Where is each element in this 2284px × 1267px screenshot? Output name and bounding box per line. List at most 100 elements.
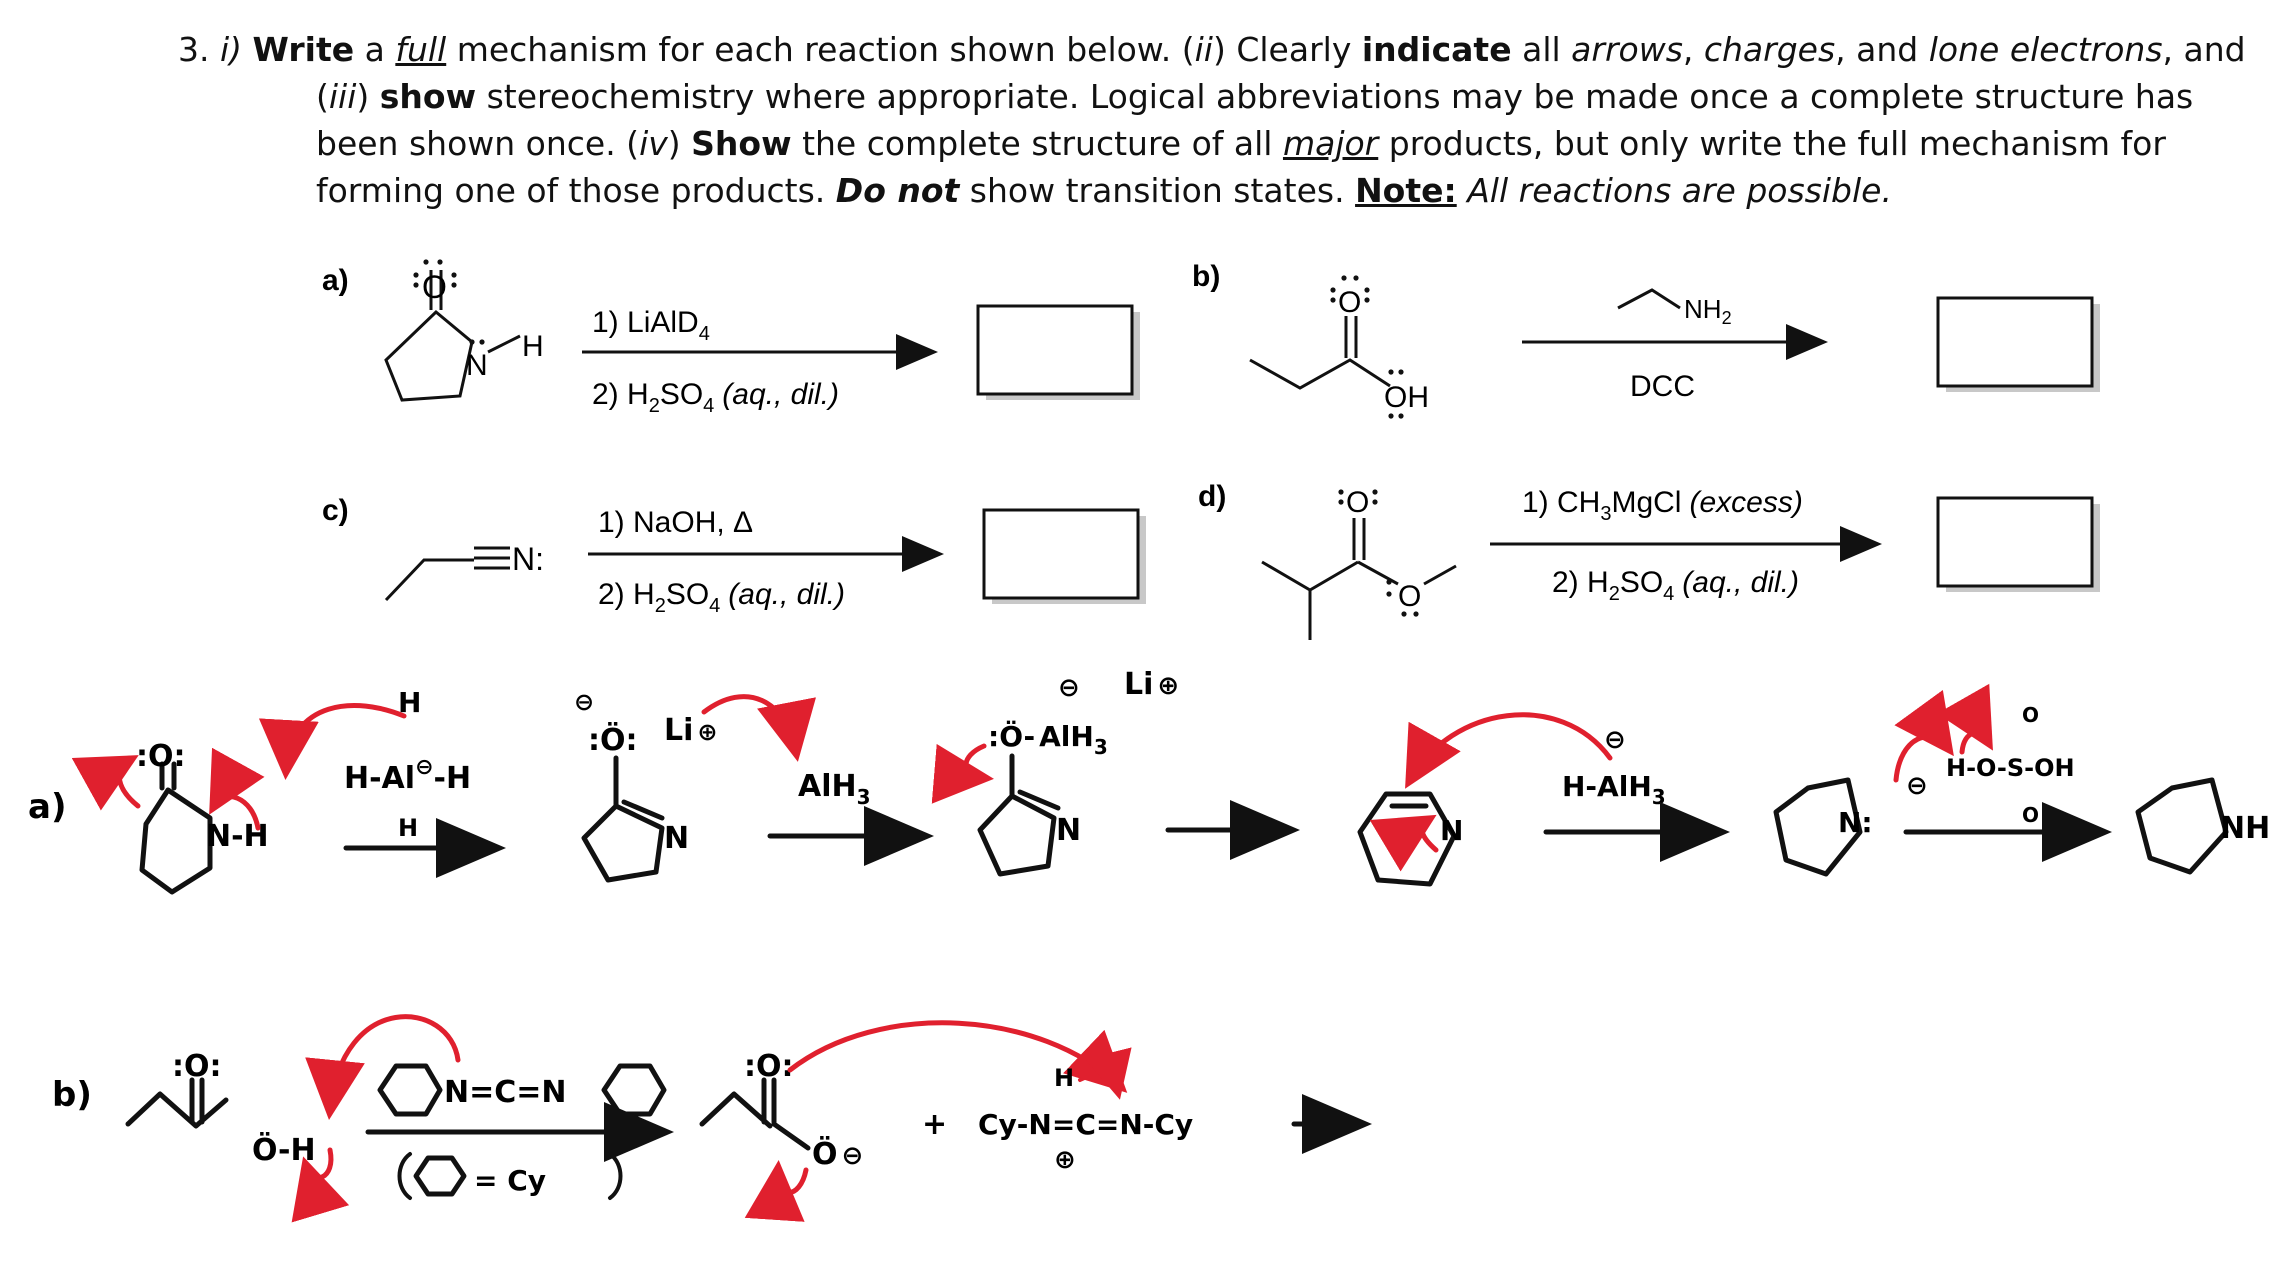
question-line-3: been shown once. (iv) Show the complete … (316, 124, 2166, 163)
hw-b-arrow-4 (787, 1020, 1128, 1093)
pyrrolidinone-structure (384, 270, 521, 402)
reaction-a-reagent-1: 1) LiAlD4 (592, 306, 710, 345)
hw-a-lactam (139, 761, 213, 895)
hw-b-oh: Ö-H (252, 1131, 316, 1168)
acid-chain (1249, 358, 1391, 390)
hw-a-minus-4: ⊖ (1906, 771, 1928, 801)
hw-b-dcc: N=C=N (444, 1075, 567, 1110)
propanoic-acid-structure (1249, 316, 1391, 390)
hw-a-n2: N (1056, 813, 1081, 848)
lone-pairs-b (1330, 275, 1404, 419)
hw-a-alh3: AlH3 (798, 769, 871, 809)
hw-a-n3: N (1440, 814, 1463, 847)
lactam-hydrogen: H (522, 330, 544, 363)
reaction-d: d) O O 1) CH3MgCl(excess) 2) H2SO4(aq., … (1198, 480, 2100, 640)
question-line-1: 3. i) Write a full mechanism for each re… (178, 30, 2246, 69)
hw-b-cyclohexyl-right (601, 1063, 667, 1117)
hw-a-arrow-6 (1369, 814, 1439, 872)
ester-methyl (1423, 564, 1457, 586)
nitrile-nitrogen: N: (512, 541, 544, 577)
hw-a-reagent-mid: H-Al⊖-H (344, 755, 471, 796)
hw-b-arrow-2 (305, 1014, 461, 1120)
nh-bond (487, 334, 521, 354)
reaction-b-reagent-top: NH2 (1684, 294, 1732, 328)
answer-box-b[interactable] (1936, 296, 2094, 388)
handwritten-mechanism-b: b) :O: Ö-H N=C=N = Cy :O: Ö⊖ + H Cy-N=C=… (52, 1014, 1372, 1223)
answer-box-c[interactable] (982, 508, 1140, 600)
hw-a-nh-final: NH (2220, 811, 2270, 846)
hw-a-imine-ring-2 (977, 753, 1061, 877)
hw-a-h-alh3: H-AlH3 (1562, 770, 1666, 809)
ester-structure (1261, 518, 1457, 640)
hw-b-cyclohexyl-left (377, 1063, 443, 1117)
lone-pairs-a (413, 259, 485, 345)
hw-a-iminium-ring (1357, 791, 1457, 887)
hw-a-s-o-top: O (2022, 703, 2039, 727)
hw-b-cy-def: = Cy (474, 1164, 546, 1197)
question-number: 3. (178, 30, 210, 69)
isopropyl-chain (1261, 560, 1359, 592)
question-line-4: forming one of those products. Do not sh… (316, 171, 1892, 210)
reaction-d-reagent-2: 2) H2SO4(aq., dil.) (1552, 566, 1799, 605)
acid-hydroxyl: OH (1384, 381, 1429, 414)
hw-a-label: a) (28, 787, 66, 827)
hw-a-arrow-4 (701, 694, 816, 762)
hw-b-o1: :O: (172, 1049, 222, 1084)
hw-a-arrow-3 (258, 703, 407, 780)
ester-carbonyl-oxygen: O (1346, 486, 1369, 519)
nitrile-chain (384, 558, 474, 602)
lactam-ring (384, 309, 474, 402)
hw-a-arrow-9 (1937, 683, 1993, 755)
hw-b-arrow-5 (1078, 1047, 1132, 1100)
hw-a-minus-1: ⊖ (574, 688, 594, 716)
hw-a-imine-ring-1 (581, 755, 665, 883)
reaction-c-label: c) (322, 494, 349, 527)
hw-b-arrow-3 (744, 1160, 809, 1222)
hw-b-paren-open (397, 1152, 412, 1200)
reaction-c-reagent-2: 2) H2SO4(aq., dil.) (598, 578, 845, 617)
ethylamine-chain (1617, 288, 1681, 310)
reaction-b-reagent-bottom: DCC (1630, 370, 1695, 403)
hw-a-minus-2: ⊖ (1058, 673, 1080, 703)
hw-b-o-minus: Ö⊖ (812, 1135, 863, 1172)
hw-a-amide-ring (1773, 777, 1863, 877)
hw-b-carboxylate-co (771, 1121, 811, 1151)
hw-b-label: b) (52, 1075, 92, 1115)
reaction-d-label: d) (1198, 480, 1226, 513)
acid-oxygen: O (1338, 286, 1361, 319)
hw-b-cy-chain: Cy-N=C=N-Cy (978, 1108, 1193, 1141)
reaction-a: a) O N H 1) LiAlD4 2) H2SO4(aq., dil.) (322, 259, 1140, 417)
handwritten-mechanism-a: a) :O: N-H H H-Al⊖-H H ⊖ :Ö: Li⊕ N AlH3 … (28, 667, 2270, 895)
hw-a-hoso: H-O-S-OH (1946, 754, 2075, 782)
hw-a-reagent-h-bottom: H (398, 814, 418, 842)
answer-box-a[interactable] (976, 304, 1134, 396)
reaction-b-label: b) (1192, 260, 1220, 293)
hw-a-reagent-h-top: H (398, 686, 421, 719)
hw-b-h: H (1054, 1064, 1074, 1092)
ester-c-o (1357, 560, 1399, 586)
hw-b-carboxylate-chain (699, 1091, 773, 1129)
hw-b-o2: :O: (744, 1049, 794, 1084)
hw-b-paren-close (608, 1152, 623, 1200)
reaction-a-label: a) (322, 264, 349, 297)
hw-b-arrow-1 (291, 1147, 350, 1223)
reaction-a-reagent-2: 2) H2SO4(aq., dil.) (592, 378, 839, 417)
hw-b-plus: ⊕ (1054, 1145, 1076, 1175)
hw-a-arrow-2 (209, 747, 265, 831)
hw-a-step2-o: :Ö: (588, 721, 638, 758)
reaction-c-reagent-1: 1) NaOH, Δ (598, 506, 753, 539)
hw-b-plus-sign: + (922, 1107, 947, 1142)
lone-pairs-d (1338, 489, 1419, 617)
question-text: 3. i) Write a full mechanism for each re… (178, 26, 2246, 214)
hw-b-acid-chain (125, 1091, 229, 1129)
hw-a-n4: N: (1838, 806, 1873, 839)
hw-a-step3-o: :Ö-AlH3 (988, 719, 1108, 759)
hw-a-li-2: Li⊕ (1124, 667, 1179, 702)
answer-box-d[interactable] (1936, 496, 2094, 588)
ester-oxygen: O (1398, 580, 1421, 613)
hw-b-cy-definition-ring (413, 1155, 467, 1197)
hw-a-s-o-bottom: O (2022, 803, 2039, 827)
hw-a-arrow-5 (931, 743, 994, 804)
hw-a-o1: :O: (136, 739, 186, 774)
